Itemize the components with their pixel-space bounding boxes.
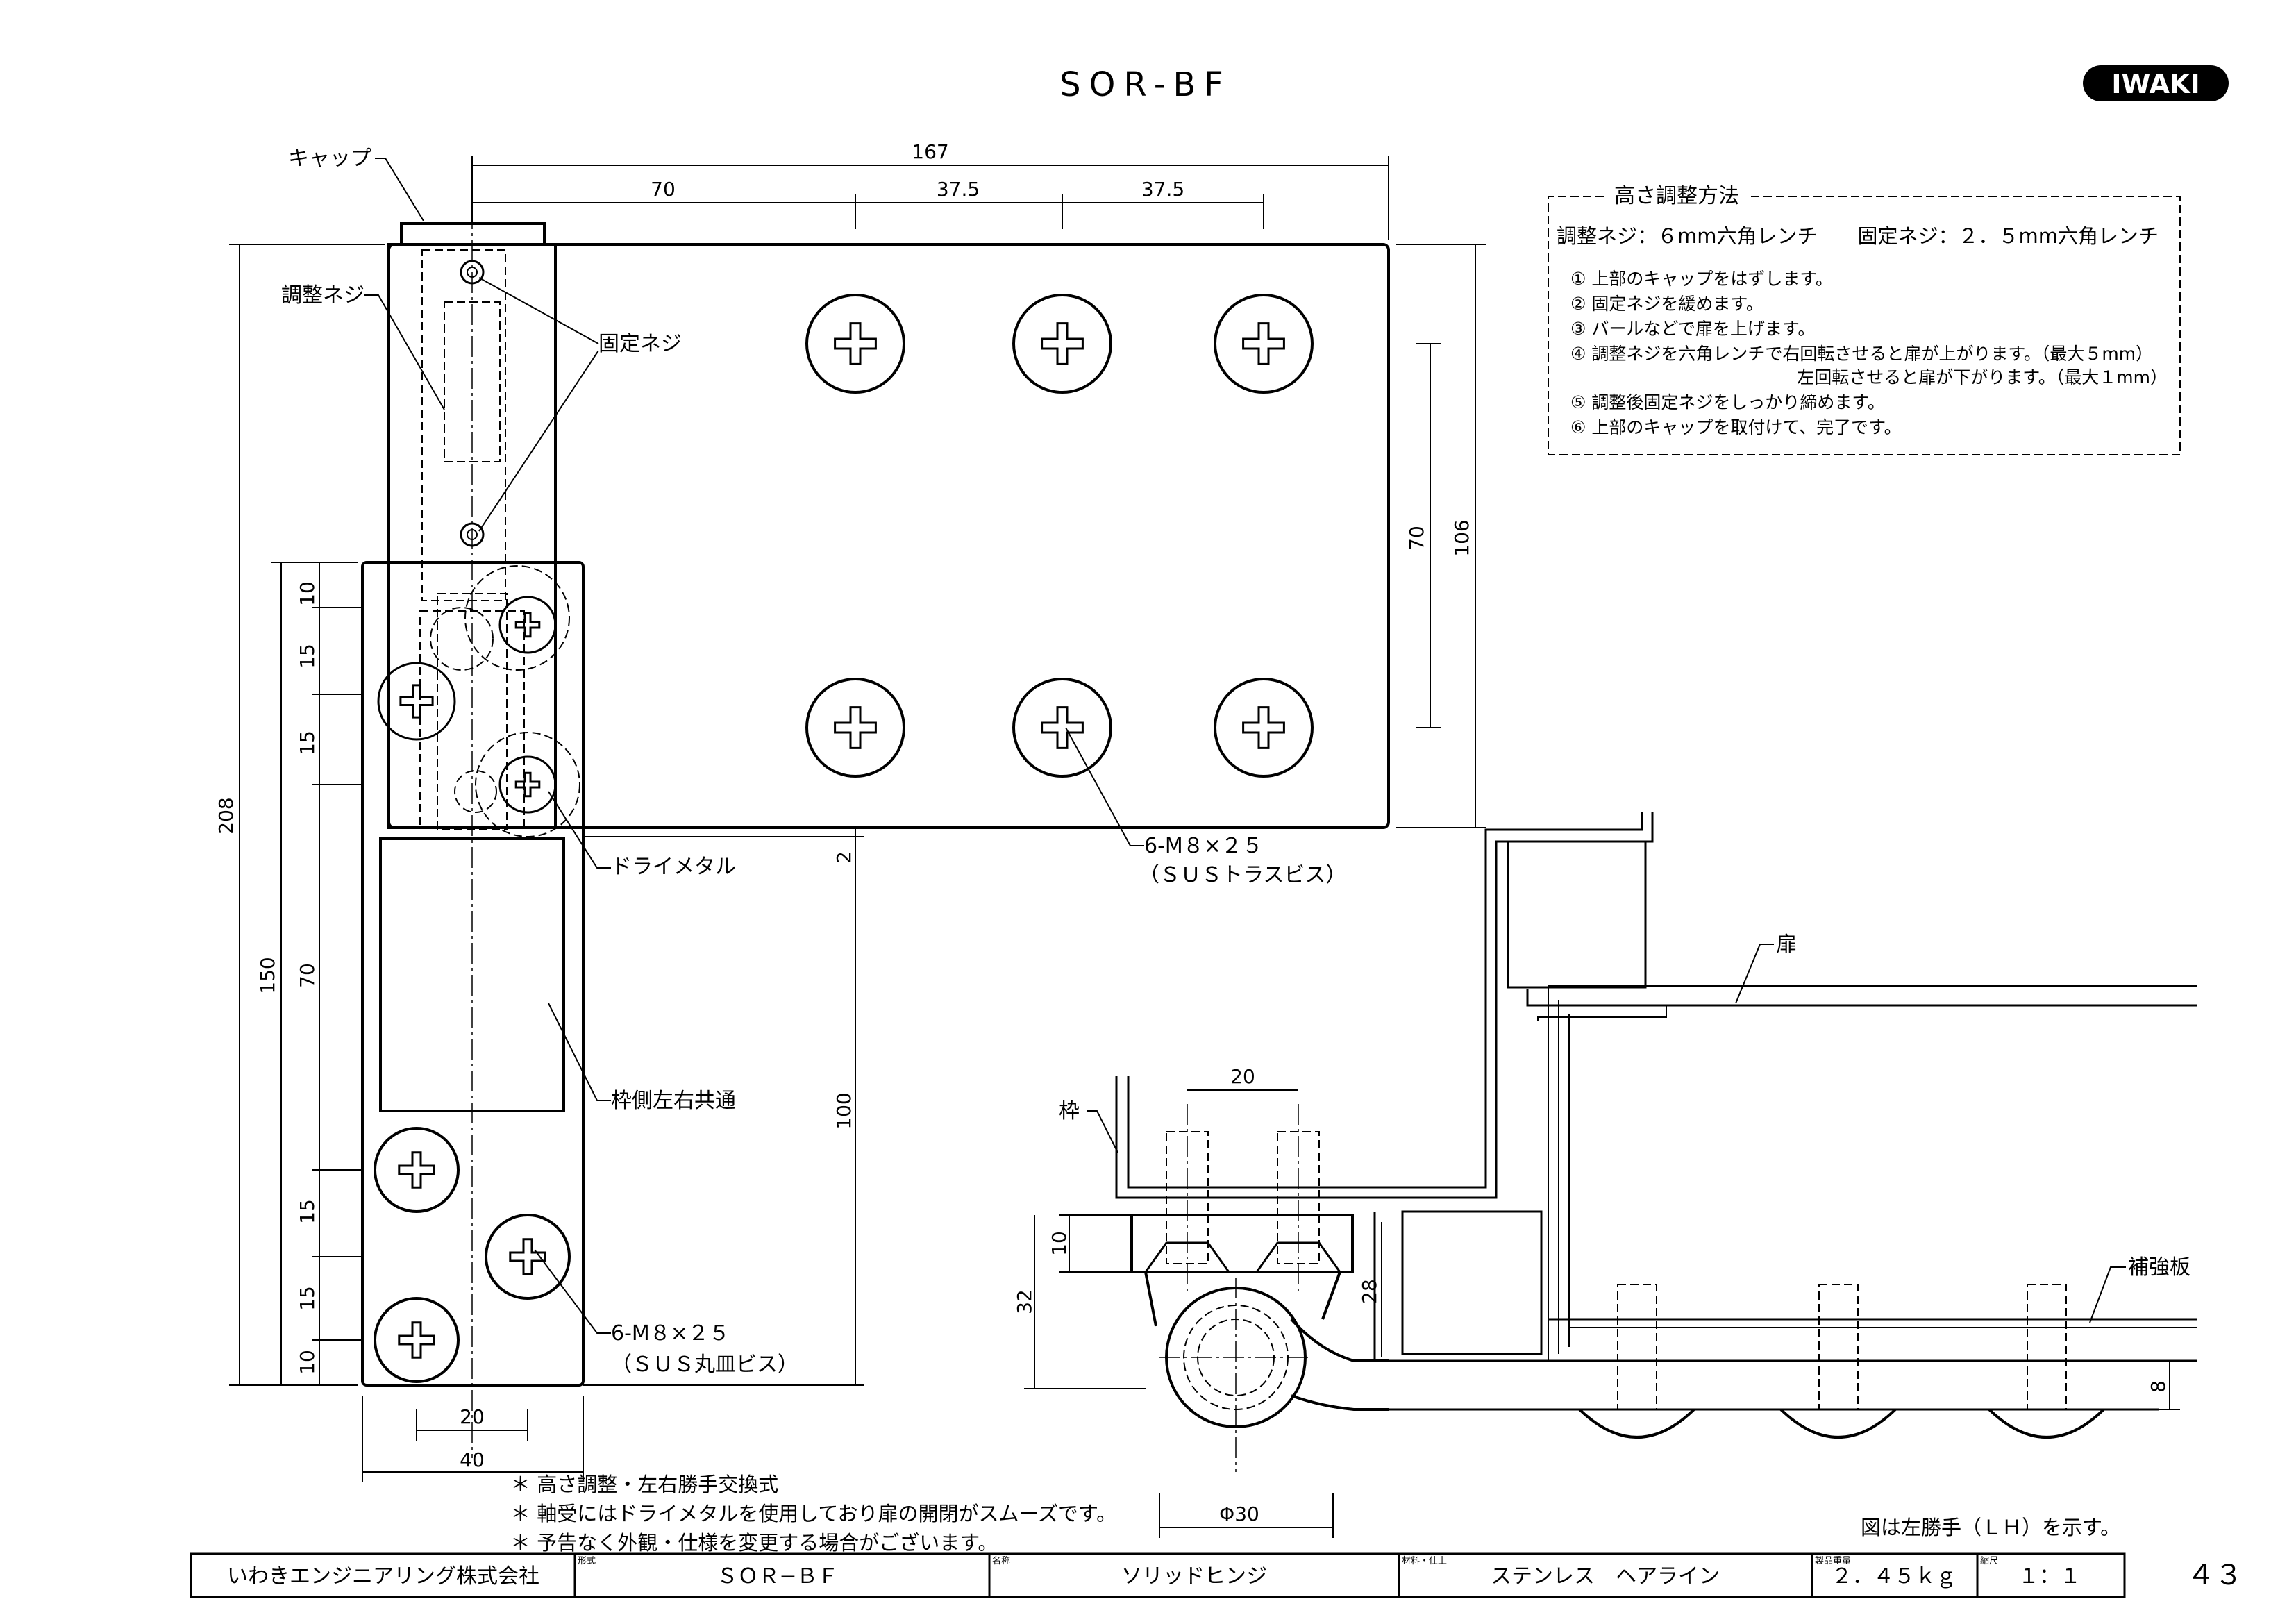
- door-leaf-plate: [387, 243, 1390, 829]
- cap: [400, 222, 546, 246]
- svg-text:70: 70: [1405, 526, 1428, 551]
- svg-text:材料・仕上: 材料・仕上: [1402, 1556, 1447, 1566]
- drawing-title: SOR-BF: [1059, 65, 1232, 104]
- svg-text:150: 150: [256, 957, 279, 994]
- frame-core: [1401, 1210, 1543, 1355]
- phillips-screw-icon: [805, 678, 905, 778]
- svg-text:いわきエンジニアリング株式会社: いわきエンジニアリング株式会社: [227, 1564, 539, 1589]
- svg-text:32: 32: [1013, 1289, 1036, 1314]
- svg-text:106: 106: [1450, 519, 1473, 556]
- dimension-lines: [229, 156, 1486, 1482]
- svg-text:形式: 形式: [578, 1556, 596, 1566]
- phillips-screw-icon: [805, 294, 905, 394]
- svg-text:6-M８×２５: 6-M８×２５: [611, 1321, 730, 1346]
- section-view: [1115, 812, 2197, 1472]
- svg-text:2: 2: [832, 851, 855, 864]
- svg-text:＊ 予告なく外観・仕様を変更する場合がございます。: ＊ 予告なく外観・仕様を変更する場合がございます。: [510, 1531, 998, 1555]
- frame-leaf-plate: [361, 561, 585, 1387]
- svg-text:70: 70: [651, 178, 676, 201]
- svg-text:＊ 高さ調整・左右勝手交換式: ＊ 高さ調整・左右勝手交換式: [510, 1473, 778, 1496]
- iwaki-logo: IWAKI: [2083, 65, 2229, 101]
- svg-text:IWAKI: IWAKI: [2111, 69, 2199, 99]
- phillips-screw-icon: [1214, 294, 1314, 394]
- svg-text:枠: 枠: [1059, 1099, 1080, 1123]
- screw-heads: [374, 294, 1314, 1383]
- svg-text:キャップ: キャップ: [288, 147, 371, 171]
- phillips-screw-icon: [1012, 678, 1112, 778]
- svg-text:37.5: 37.5: [937, 178, 980, 201]
- svg-text:40: 40: [460, 1448, 485, 1471]
- svg-text:ＳＯＲ−ＢＦ: ＳＯＲ−ＢＦ: [717, 1564, 838, 1589]
- dimension-texts: 167 70 37.5 37.5 70 106 208 150 10 15 15…: [215, 140, 1473, 1471]
- svg-text:（ＳＵＳ丸皿ビス）: （ＳＵＳ丸皿ビス）: [611, 1353, 798, 1377]
- svg-text:固定ネジ: 固定ネジ: [598, 332, 682, 356]
- svg-text:20: 20: [460, 1405, 485, 1428]
- svg-text:8: 8: [2147, 1380, 2170, 1393]
- svg-text:37.5: 37.5: [1141, 178, 1184, 201]
- svg-text:縮尺: 縮尺: [1980, 1555, 1998, 1566]
- svg-text:15: 15: [296, 644, 319, 669]
- svg-text:167: 167: [912, 140, 948, 163]
- svg-text:10: 10: [296, 581, 319, 606]
- svg-text:① 上部のキャップをはずします。: ① 上部のキャップをはずします。: [1570, 269, 1833, 289]
- svg-text:15: 15: [296, 1199, 319, 1224]
- svg-text:（ＳＵＳトラスビス）: （ＳＵＳトラスビス）: [1139, 863, 1346, 887]
- front-view: [361, 208, 1390, 1458]
- svg-text:扉: 扉: [1776, 932, 1797, 957]
- height-adjustment-box: 高さ調整方法 調整ネジ：６mm六角レンチ 固定ネジ：２．５mm六角レンチ ① 上…: [1548, 184, 2181, 455]
- svg-text:6-M８×２５: 6-M８×２５: [1144, 834, 1263, 858]
- svg-text:208: 208: [215, 797, 237, 834]
- svg-text:１：１: １：１: [2018, 1564, 2081, 1589]
- svg-text:④ 調整ネジを六角レンチで右回転させると扉が上がります。（最: ④ 調整ネジを六角レンチで右回転させると扉が上がります。（最大５mm）: [1570, 344, 2153, 364]
- svg-text:③ バールなどで扉を上げます。: ③ バールなどで扉を上げます。: [1570, 319, 1815, 339]
- phillips-screw-icon: [498, 596, 557, 654]
- svg-text:15: 15: [296, 1286, 319, 1311]
- svg-text:10: 10: [296, 1350, 319, 1375]
- svg-text:製品重量: 製品重量: [1815, 1555, 1851, 1566]
- page-number: ４３: [2187, 1559, 2243, 1591]
- phillips-screw-icon: [485, 1214, 571, 1300]
- title-block: いわきエンジニアリング株式会社 形式 ＳＯＲ−ＢＦ 名称 ソリッドヒンジ 材料・…: [190, 1552, 2126, 1598]
- phillips-screw-icon: [1012, 294, 1112, 394]
- svg-text:図は左勝手（ＬＨ）を示す。: 図は左勝手（ＬＨ）を示す。: [1861, 1516, 2120, 1539]
- front-labels: キャップ 調整ネジ 固定ネジ ドライメタル 枠側左右共通 6-M８×２５ （ＳＵ…: [281, 147, 1346, 1377]
- svg-text:10: 10: [1048, 1231, 1071, 1256]
- phillips-screw-icon: [377, 662, 456, 741]
- phillips-screw-icon: [498, 755, 557, 814]
- phillips-screw-icon: [374, 1127, 460, 1213]
- svg-text:ステンレス ヘアライン: ステンレス ヘアライン: [1491, 1564, 1720, 1589]
- svg-text:調整ネジ：６mm六角レンチ 固定ネジ：２．５mm六角レンチ: 調整ネジ：６mm六角レンチ 固定ネジ：２．５mm六角レンチ: [1557, 224, 2159, 248]
- svg-text:高さ調整方法: 高さ調整方法: [1614, 184, 1739, 208]
- svg-text:２．４５ｋｇ: ２．４５ｋｇ: [1832, 1564, 1956, 1589]
- svg-text:枠側左右共通: 枠側左右共通: [611, 1089, 736, 1113]
- svg-text:70: 70: [296, 963, 319, 988]
- svg-text:ドライメタル: ドライメタル: [611, 855, 736, 879]
- svg-text:左回転させると扉が下がります。（最大１mm）: 左回転させると扉が下がります。（最大１mm）: [1797, 367, 2168, 387]
- svg-text:15: 15: [296, 730, 319, 755]
- notes: ＊ 高さ調整・左右勝手交換式 ＊ 軸受にはドライメタルを使用しており扉の開閉がス…: [510, 1473, 2120, 1555]
- svg-text:補強板: 補強板: [2128, 1255, 2190, 1280]
- svg-text:20: 20: [1230, 1065, 1255, 1088]
- svg-text:Φ30: Φ30: [1219, 1502, 1259, 1525]
- svg-text:② 固定ネジを緩めます。: ② 固定ネジを緩めます。: [1570, 294, 1763, 314]
- phillips-screw-icon: [374, 1297, 460, 1383]
- phillips-screw-icon: [1214, 678, 1314, 778]
- door-core: [1507, 840, 1647, 989]
- svg-text:＊ 軸受にはドライメタルを使用しており扉の開閉がスムーズです: ＊ 軸受にはドライメタルを使用しており扉の開閉がスムーズです。: [510, 1502, 1116, 1525]
- svg-text:100: 100: [832, 1092, 855, 1129]
- svg-text:調整ネジ: 調整ネジ: [281, 283, 364, 308]
- section-labels: 扉 枠 補強板: [1059, 932, 2190, 1323]
- svg-text:ソリッドヒンジ: ソリッドヒンジ: [1121, 1564, 1267, 1589]
- svg-text:名称: 名称: [992, 1555, 1010, 1566]
- svg-text:⑥ 上部のキャップを取付けて、完了です。: ⑥ 上部のキャップを取付けて、完了です。: [1570, 417, 1902, 437]
- hinge-block: [1130, 1214, 1354, 1273]
- section-dimensions: 20 10 32 28 8 Φ30: [1013, 1065, 2180, 1538]
- svg-text:⑤ 調整後固定ネジをしっかり締めます。: ⑤ 調整後固定ネジをしっかり締めます。: [1570, 392, 1885, 412]
- svg-text:28: 28: [1358, 1279, 1381, 1304]
